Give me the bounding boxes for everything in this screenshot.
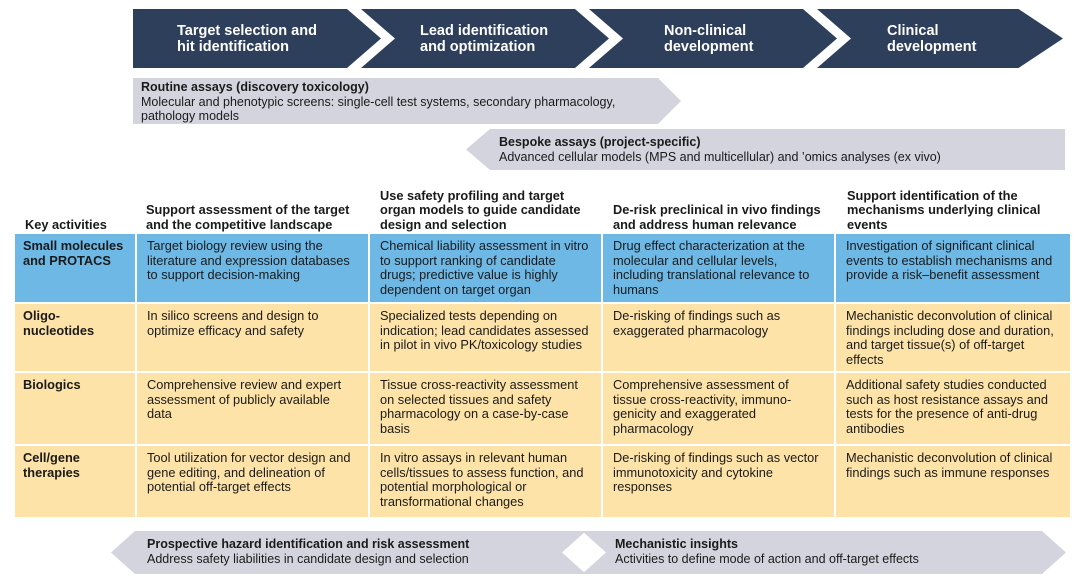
row-label: Biologics	[15, 373, 135, 444]
table-cell: Comprehensive assessment of tissue cross…	[603, 373, 834, 444]
table-cell: In vitro assays in relevant human cells/…	[370, 446, 601, 517]
mechanistic-insights-description: Activities to define mode of action and …	[615, 551, 919, 566]
stage-label: Clinical development	[887, 23, 977, 55]
column-header: Support identification of the mechanisms…	[847, 187, 1041, 232]
right-arrow-band-icon	[133, 78, 681, 124]
column-header: Support assessment of the target and the…	[146, 202, 350, 232]
table-cell: Chemical liability assessment in vitro t…	[370, 234, 601, 302]
table-cell: Tool utilization for vector design and g…	[137, 446, 368, 517]
stage-label: Non-clinical development	[664, 23, 754, 55]
development-stage-arrows: Target selection and hit identification …	[133, 9, 1065, 68]
table-cell: Mechanistic deconvolution of clinical fi…	[836, 446, 1070, 517]
prospective-hazard-arrow: Prospective hazard identification and ri…	[111, 531, 586, 574]
stage-label: Target selection and hit identification	[177, 23, 317, 55]
table-cell: Specialized tests depending on indicatio…	[370, 304, 601, 371]
table-cell: De-risking of findings such as exaggerat…	[603, 304, 834, 371]
chevron-arrow-icon	[361, 9, 609, 68]
table-cell: De-risking of findings such as vector im…	[603, 446, 834, 517]
table-cell: Additional safety studies conducted such…	[836, 373, 1070, 444]
column-header: De-risk preclinical in vivo findings and…	[613, 202, 821, 232]
row-label: Cell/gene therapies	[15, 446, 135, 517]
arrow-head-icon	[817, 9, 1063, 68]
bespoke-assays-description: Advanced cellular models (MPS and multic…	[499, 149, 941, 164]
stage-arrow-clinical: Clinical development	[817, 9, 1065, 68]
row-label: Small molecules and PROTACS	[15, 234, 135, 302]
stage-arrow-lead-identification: Lead identification and optimization	[361, 9, 611, 68]
bespoke-assays-band: Bespoke assays (project-specific) Advanc…	[466, 129, 1065, 170]
routine-assays-title: Routine assays (discovery toxicology)	[141, 80, 369, 94]
row-label: Oligo-nucleotides	[15, 304, 135, 371]
prospective-hazard-title: Prospective hazard identification and ri…	[147, 537, 470, 551]
table-cell: In silico screens and design to optimize…	[137, 304, 368, 371]
left-arrow-band-icon	[111, 531, 586, 574]
prospective-hazard-description: Address safety liabilities in candidate …	[147, 551, 469, 566]
table-cell: Target biology review using the literatu…	[137, 234, 368, 302]
chevron-arrow-icon	[589, 9, 837, 68]
table-cell: Drug effect characterization at the mole…	[603, 234, 834, 302]
stage-label: Lead identification and optimization	[420, 23, 549, 55]
stage-arrow-non-clinical: Non-clinical development	[589, 9, 839, 68]
mechanistic-insights-title: Mechanistic insights	[615, 537, 738, 551]
table-cell: Mechanistic deconvolution of clinical fi…	[836, 304, 1070, 371]
corner-label: Key activities	[25, 216, 107, 232]
column-header: Use safety profiling and target organ mo…	[380, 187, 581, 232]
bespoke-assays-title: Bespoke assays (project-specific)	[499, 135, 701, 149]
mechanistic-insights-arrow: Mechanistic insights Activities to defin…	[582, 531, 1067, 574]
stage-arrow-target-selection: Target selection and hit identification	[133, 9, 383, 68]
routine-assays-description: Molecular and phenotypic screens: single…	[141, 94, 616, 124]
table-cell: Investigation of significant clinical ev…	[836, 234, 1070, 302]
left-arrow-band-icon	[466, 129, 1065, 170]
right-arrow-band-icon	[582, 531, 1066, 574]
table-cell: Tissue cross-reactivity assessment on se…	[370, 373, 601, 444]
chevron-arrow-icon	[133, 9, 381, 68]
routine-assays-band: Routine assays (discovery toxicology) Mo…	[133, 78, 683, 124]
table-cell: Comprehensive review and expert assessme…	[137, 373, 368, 444]
